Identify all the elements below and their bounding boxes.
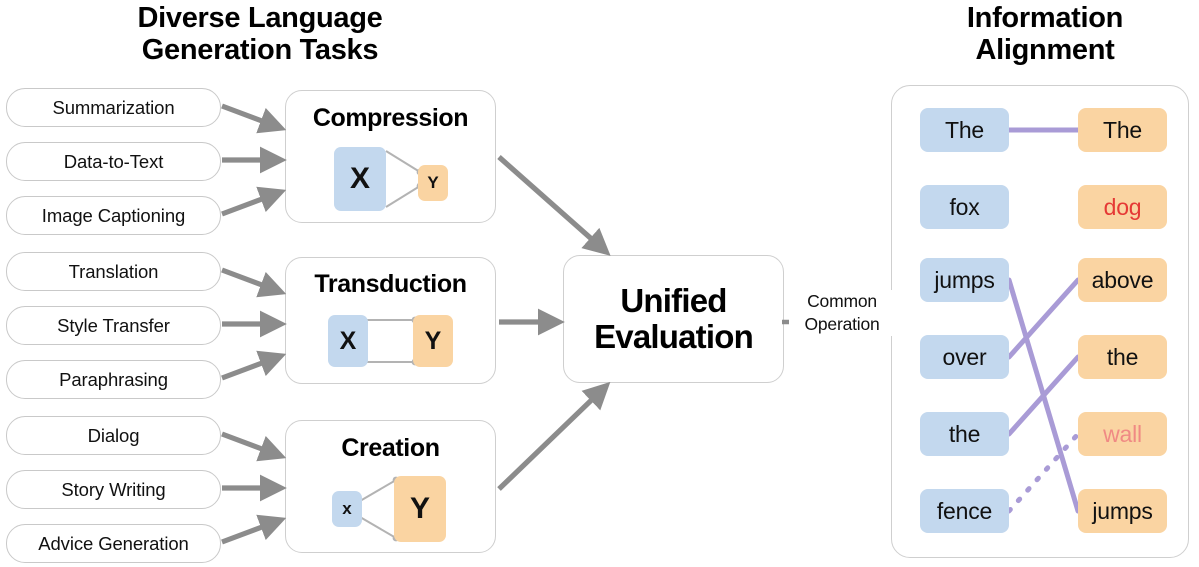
x-label: X bbox=[349, 162, 370, 195]
unified-evaluation-line2: Evaluation bbox=[594, 318, 754, 355]
creation-y-node: Y bbox=[394, 476, 446, 542]
alignment-link-over-above bbox=[1006, 277, 1081, 360]
common-operation-label: Common Operation bbox=[789, 290, 895, 337]
align-left-word-0[interactable]: The bbox=[920, 108, 1009, 152]
common-operation-line1: Common bbox=[789, 290, 895, 314]
word-label: above bbox=[1091, 266, 1154, 293]
category-title: Compression bbox=[312, 104, 469, 132]
task-pill-label: Translation bbox=[68, 260, 159, 282]
task-pill-dialog[interactable]: Dialog bbox=[6, 416, 221, 455]
x-label: x bbox=[342, 499, 352, 518]
information-alignment-panel[interactable]: The fox jumps over the fence The dog abo… bbox=[891, 85, 1189, 558]
align-right-word-2[interactable]: above bbox=[1078, 258, 1167, 302]
compression-y-node: Y bbox=[418, 165, 448, 201]
align-right-word-1[interactable]: dog bbox=[1078, 185, 1167, 229]
task-pill-label: Image Captioning bbox=[41, 204, 186, 226]
category-title: Transduction bbox=[314, 270, 467, 298]
align-right-word-3[interactable]: the bbox=[1078, 335, 1167, 379]
word-label: jumps bbox=[934, 266, 995, 293]
align-left-word-3[interactable]: over bbox=[920, 335, 1009, 379]
align-right-word-0[interactable]: The bbox=[1078, 108, 1167, 152]
unified-evaluation-line1: Unified bbox=[620, 282, 727, 320]
task-pill-label: Dialog bbox=[87, 424, 140, 446]
category-title: Creation bbox=[341, 434, 440, 462]
common-operation-line2: Operation bbox=[789, 313, 895, 337]
word-label: fox bbox=[949, 193, 980, 220]
creation-relation-lines bbox=[359, 476, 400, 542]
task-pill-data-to-text[interactable]: Data-to-Text bbox=[6, 142, 221, 181]
heading-left-line1: Diverse Language bbox=[137, 2, 383, 34]
task-pill-label: Summarization bbox=[52, 96, 175, 118]
task-pill-label: Story Writing bbox=[61, 478, 166, 500]
align-left-word-4[interactable]: the bbox=[920, 412, 1009, 456]
word-label: the bbox=[948, 420, 981, 447]
task-pill-advice-generation[interactable]: Advice Generation bbox=[6, 524, 221, 563]
alignment-link-jumps-jumps bbox=[1006, 277, 1081, 514]
heading-right-line1: Information bbox=[966, 2, 1124, 34]
category-box-creation[interactable]: Creation x Y bbox=[285, 420, 496, 553]
align-right-word-5[interactable]: jumps bbox=[1078, 489, 1167, 533]
task-pill-summarization[interactable]: Summarization bbox=[6, 88, 221, 127]
task-pill-story-writing[interactable]: Story Writing bbox=[6, 470, 221, 509]
compression-relation-lines bbox=[385, 150, 424, 208]
creation-x-node: x bbox=[332, 491, 362, 527]
category-box-compression[interactable]: Compression X Y bbox=[285, 90, 496, 223]
task-pill-image-captioning[interactable]: Image Captioning bbox=[6, 196, 221, 235]
compression-x-node: X bbox=[334, 147, 386, 211]
transduction-y-node: Y bbox=[413, 315, 453, 367]
task-pill-translation[interactable]: Translation bbox=[6, 252, 221, 291]
task-pill-label: Data-to-Text bbox=[63, 150, 164, 172]
align-left-word-5[interactable]: fence bbox=[920, 489, 1009, 533]
alignment-link-layer bbox=[1006, 127, 1081, 514]
y-label: Y bbox=[424, 326, 442, 355]
word-label: the bbox=[1106, 343, 1139, 370]
heading-right-line2: Alignment bbox=[975, 34, 1115, 67]
unified-evaluation-box[interactable]: Unified Evaluation bbox=[563, 255, 784, 383]
align-right-word-4[interactable]: wall bbox=[1078, 412, 1167, 456]
word-label: The bbox=[1102, 116, 1143, 143]
alignment-link-fence-wall bbox=[1006, 431, 1081, 514]
y-label: Y bbox=[409, 492, 430, 525]
task-pill-label: Advice Generation bbox=[38, 532, 189, 554]
alignment-link-the-the-2 bbox=[1006, 354, 1081, 437]
task-pill-label: Paraphrasing bbox=[59, 368, 168, 390]
word-label: The bbox=[944, 116, 985, 143]
task-pill-label: Style Transfer bbox=[57, 314, 170, 336]
word-label: dog bbox=[1103, 193, 1142, 220]
align-left-word-1[interactable]: fox bbox=[920, 185, 1009, 229]
transduction-relation-lines bbox=[366, 316, 419, 366]
page-title-right: Information Alignment bbox=[905, 2, 1185, 67]
word-label: over bbox=[942, 343, 987, 370]
word-label: wall bbox=[1103, 420, 1142, 447]
heading-left-line2: Generation Tasks bbox=[141, 34, 379, 67]
y-label: Y bbox=[427, 173, 439, 192]
word-label: fence bbox=[936, 497, 993, 524]
page-title-left: Diverse Language Generation Tasks bbox=[70, 2, 450, 67]
align-left-word-2[interactable]: jumps bbox=[920, 258, 1009, 302]
transduction-x-node: X bbox=[328, 315, 368, 367]
category-box-transduction[interactable]: Transduction X Y bbox=[285, 257, 496, 384]
task-pill-style-transfer[interactable]: Style Transfer bbox=[6, 306, 221, 345]
task-pill-paraphrasing[interactable]: Paraphrasing bbox=[6, 360, 221, 399]
x-label: X bbox=[339, 326, 357, 355]
word-label: jumps bbox=[1092, 497, 1153, 524]
